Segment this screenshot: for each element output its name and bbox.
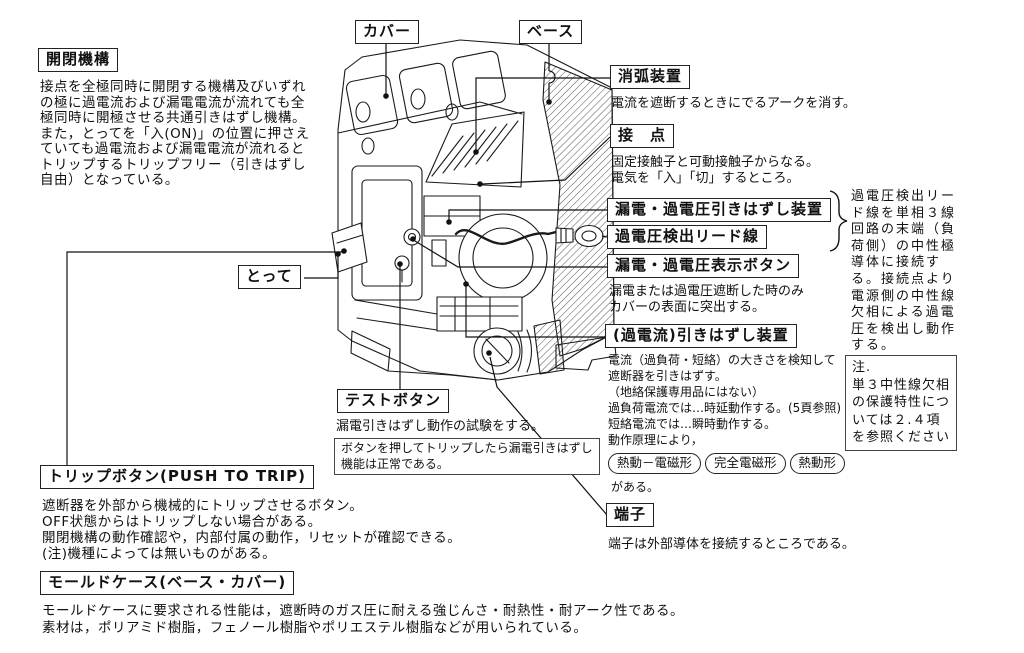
trip-button-description: 遮断器を外部から機械的にトリップさせるボタン。 OFF状態からはトリップしない場…	[42, 498, 461, 562]
text-line: 過電圧検出リー	[851, 189, 957, 204]
text-line: 電気を「入」「切」するところ。	[611, 171, 800, 186]
text-line: 極同時に開極させる共通引きはずし機構。	[40, 110, 306, 126]
label-arc-extinguisher: 消弧装置	[610, 65, 691, 89]
section-title-switching-mechanism: 開閉機構	[38, 48, 119, 72]
pill-fully-magnetic: 完全電磁形	[705, 453, 786, 475]
overcurrent-trip-description: 電流（過負荷・短絡）の大きさを検知して 遮断器を引きはずす。 （地絡保護専用品に…	[608, 352, 841, 448]
lead-wire-art	[454, 228, 558, 246]
text-line: OFF状態からはトリップしない場合がある。	[42, 514, 322, 530]
text-line: 欠相による過電	[851, 305, 956, 321]
label-handle: とって	[238, 265, 301, 289]
text-line: 短絡電流では…瞬時動作する。	[608, 417, 777, 431]
text-line: 電流（過負荷・短絡）の大きさを検知して	[608, 353, 836, 367]
text-line: の保護特性につ	[852, 395, 951, 410]
label-overvoltage-lead-wire: 過電圧検出リード線	[607, 225, 768, 249]
text-line: ド線を単相３線	[851, 205, 957, 221]
group-brace	[829, 190, 848, 252]
text-line: 固定接触子と可動接触子からなる。	[611, 155, 820, 170]
text-line: 注.	[852, 360, 872, 375]
text-line: モールドケースに要求される性能は，遮断時のガス圧に耐える強じんさ・耐熱性・耐アー…	[42, 603, 684, 619]
text-line: カバーの表面に突出する。	[609, 300, 766, 315]
text-line: する。	[851, 338, 897, 354]
text-line: 自由）となっている。	[40, 172, 179, 188]
molded-case-description: モールドケースに要求される性能は，遮断時のガス圧に耐える強じんさ・耐熱性・耐アー…	[42, 603, 684, 636]
ring-terminal	[574, 224, 604, 248]
lead-wire-side-note: 過電圧検出リー ド線を単相３線 回路の末端（負 荷側）の中性極 導体に接続す る…	[851, 189, 956, 355]
text-line: る。接続点より	[851, 271, 956, 287]
label-elcb-trip-device: 漏電・過電圧引きはずし装置	[607, 198, 832, 222]
label-terminal: 端子	[606, 503, 655, 527]
text-line: 圧を検出し動作	[851, 321, 957, 337]
contacts-description: 固定接触子と可動接触子からなる。 電気を「入」「切」するところ。	[611, 155, 819, 187]
text-line: 荷側）の中性極	[851, 238, 957, 254]
label-cover: カバー	[355, 20, 420, 44]
text-line: を参照ください	[852, 430, 951, 445]
text-line: （地絡保護専用品にはない）	[608, 385, 765, 399]
trip-principle-pills: 熱動－電磁形完全電磁形熱動形	[608, 452, 849, 475]
pill-thermal-magnetic: 熱動－電磁形	[608, 453, 702, 475]
text-line: 回路の末端（負	[851, 222, 957, 238]
label-trip-button: トリップボタン(PUSH TO TRIP)	[40, 465, 315, 489]
arc-extinguisher-description: 電流を遮断するときにでるアークを消す。	[611, 96, 856, 111]
text-line: 単３中性線欠相	[852, 377, 951, 393]
text-line: 過負荷電流では…時延動作する。(5頁参照)	[608, 401, 841, 415]
trip-principle-suffix: がある。	[611, 480, 660, 494]
text-line: 機能は正常である。	[341, 456, 449, 471]
label-base: ベース	[519, 20, 583, 44]
text-line: 素材は，ポリアミド樹脂，フェノール樹脂やポリエステル樹脂などが用いられている。	[42, 619, 588, 636]
leader-lines	[66, 42, 848, 516]
label-molded-case: モールドケース(ベース・カバー)	[40, 571, 295, 595]
terminal-description: 端子は外部導体を接続するところである。	[608, 537, 855, 552]
text-line: 開閉機構の動作確認や，内部付属の動作，リセットが確認できる。	[42, 530, 462, 546]
text-line: 動作原理により，	[608, 433, 703, 447]
pill-thermal: 熱動形	[789, 453, 846, 475]
arc-chute	[425, 111, 525, 188]
handle-lever	[331, 222, 368, 273]
text-line: 電源側の中性線	[851, 288, 957, 304]
test-button-note-box: ボタンを押してトリップしたら漏電引きはずし 機能は正常である。	[334, 438, 600, 475]
label-test-button: テストボタン	[337, 389, 450, 413]
label-indicator-button: 漏電・過電圧表示ボタン	[607, 254, 800, 278]
test-button-description: 漏電引きはずし動作の試験をする。	[336, 419, 545, 434]
text-line: (注)機種によっては無いものがある。	[42, 546, 277, 562]
indicator-button-description: 漏電または過電圧遮断した時のみ カバーの表面に突出する。	[609, 284, 804, 316]
text-line: いては２.４項	[852, 412, 941, 428]
text-line: 導体に接続す	[851, 255, 942, 271]
switching-mechanism-description: 接点を全極同時に開閉する機構及びいずれ の極に過電流および漏電電流が流れても全 …	[40, 79, 310, 189]
text-line: の極に過電流および漏電電流が流れても全	[40, 94, 305, 111]
text-line: ていても過電流および漏電電流が流れると	[40, 141, 305, 157]
text-line: ボタンを押してトリップしたら漏電引きはずし	[341, 441, 593, 455]
text-line: 接点を全極同時に開閉する機構及びいずれ	[40, 79, 306, 95]
label-overcurrent-trip-device: (過電流)引きはずし装置	[605, 324, 797, 348]
label-contacts: 接 点	[610, 124, 675, 148]
text-line: トリップするトリップフリー（引きはずし	[40, 156, 306, 173]
text-line: また，とってを「入(ON)」の位置に押さえ	[40, 125, 310, 142]
text-line: 遮断器を引きはずす。	[608, 369, 727, 383]
text-line: 遮断器を外部から機械的にトリップさせるボタン。	[42, 498, 364, 514]
text-line: 漏電または過電圧遮断した時のみ	[609, 284, 805, 299]
leader-dots	[335, 93, 552, 356]
note-box-single-phase: 注. 単３中性線欠相 の保護特性につ いては２.４項 を参照ください	[845, 355, 958, 451]
